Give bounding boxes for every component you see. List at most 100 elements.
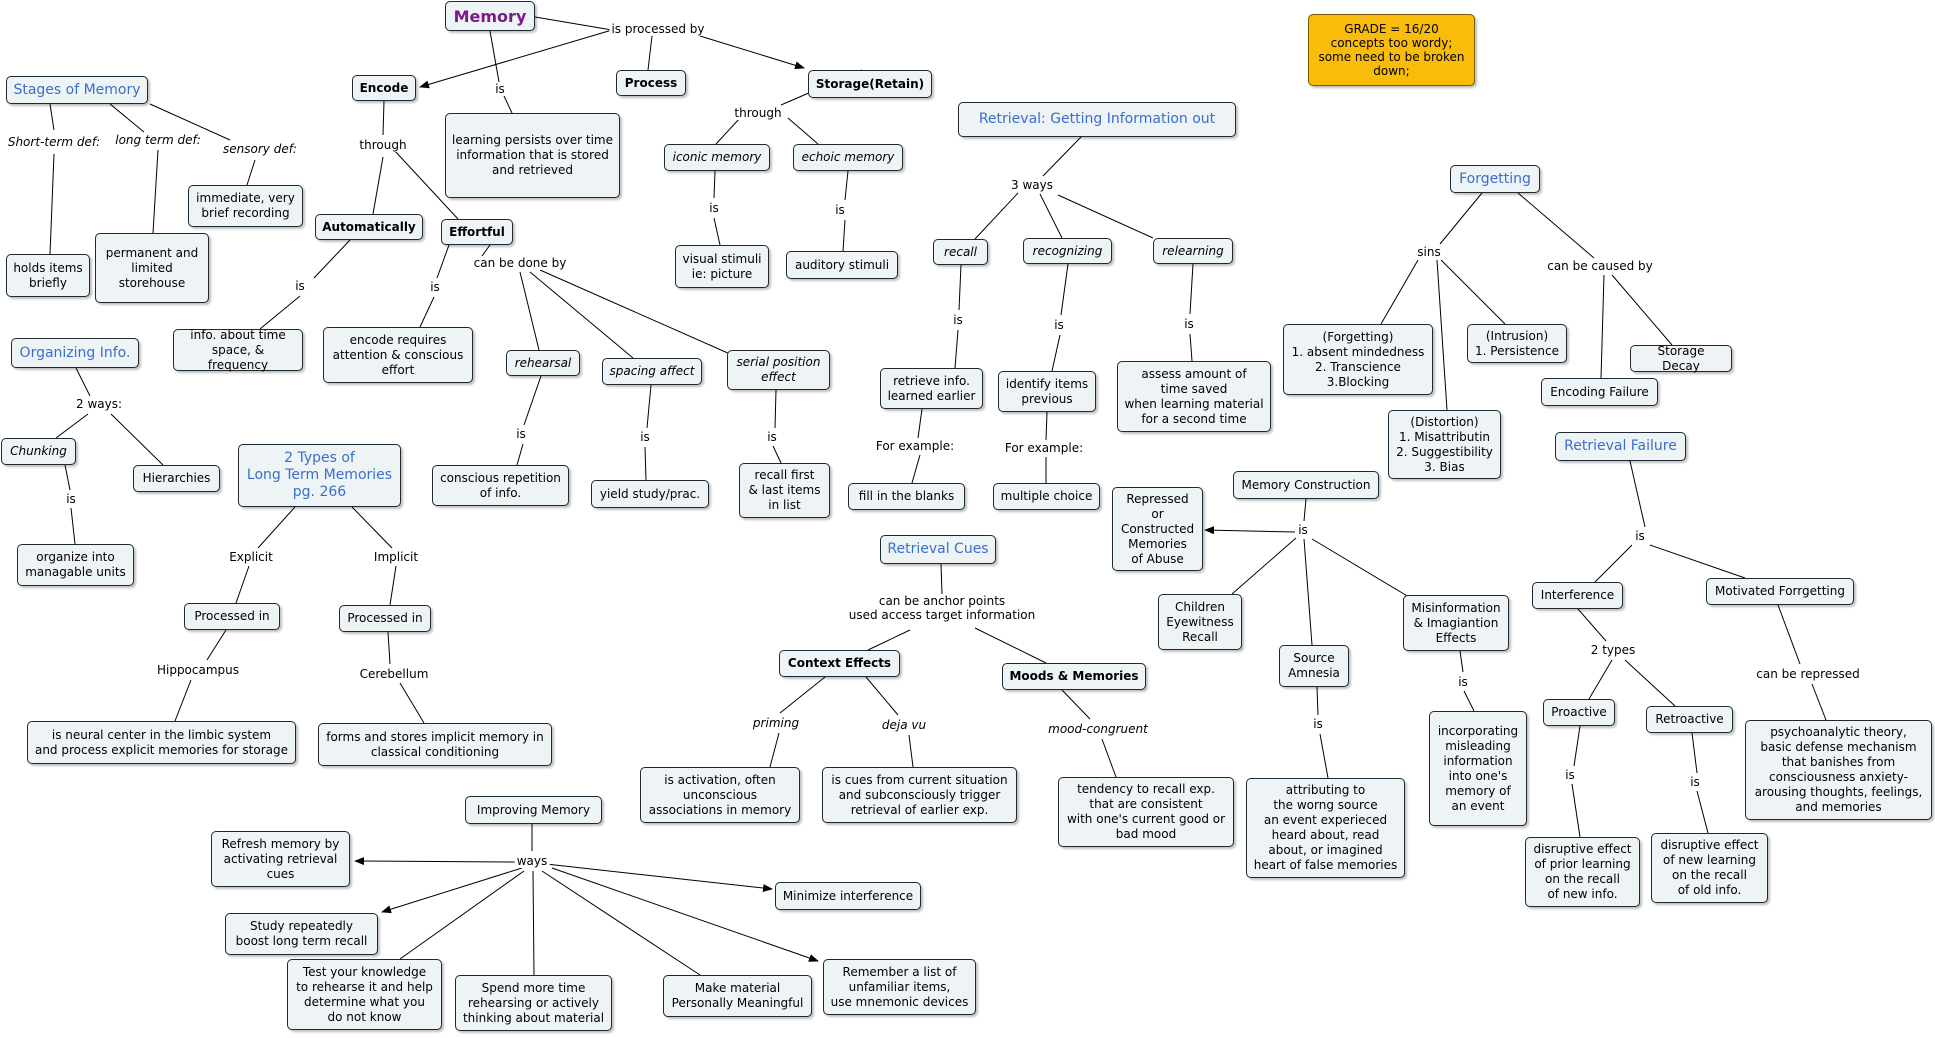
connector-line <box>516 443 524 466</box>
concept-node-effortful[interactable]: Effortful <box>441 219 513 245</box>
concept-node-tendency[interactable]: tendency to recall exp. that are consist… <box>1058 777 1234 847</box>
concept-node-attributing[interactable]: attributing to the worng source an event… <box>1246 778 1405 878</box>
concept-node-disruptive-new[interactable]: disruptive effect of new learning on the… <box>1651 833 1768 903</box>
concept-node-two-types[interactable]: 2 Types of Long Term Memories pg. 266 <box>238 444 401 507</box>
concept-node-automatically[interactable]: Automatically <box>315 214 423 240</box>
connector-line <box>70 507 76 545</box>
concept-node-context-effects[interactable]: Context Effects <box>779 650 900 677</box>
concept-node-process[interactable]: Process <box>616 70 686 96</box>
concept-node-disruptive-prior[interactable]: disruptive effect of prior learning on t… <box>1525 837 1640 907</box>
concept-node-encode-req[interactable]: encode requires attention & conscious ef… <box>323 327 473 383</box>
link-label-sensory: sensory def: <box>221 142 299 156</box>
connector-line <box>1777 604 1801 665</box>
concept-node-multiple-choice[interactable]: multiple choice <box>993 483 1100 510</box>
concept-node-learning-persists[interactable]: learning persists over time information … <box>445 113 620 198</box>
concept-node-retrieve-info[interactable]: retrieve info. learned earlier <box>880 368 983 409</box>
connector-line <box>503 95 513 114</box>
concept-node-retrieval-failure[interactable]: Retrieval Failure <box>1555 432 1686 461</box>
concept-node-forms[interactable]: forms and stores implicit memory in clas… <box>318 723 552 766</box>
concept-node-memory[interactable]: Memory <box>445 1 535 31</box>
concept-node-yield[interactable]: yield study/prac. <box>591 480 709 508</box>
concept-node-retrieval-cues[interactable]: Retrieval Cues <box>880 535 996 564</box>
concept-node-recall-first[interactable]: recall first & last items in list <box>739 463 830 518</box>
connector-line <box>1319 733 1329 779</box>
connector-line <box>110 413 164 466</box>
concept-node-rehearsal[interactable]: rehearsal <box>506 350 580 376</box>
concept-node-encode[interactable]: Encode <box>352 75 416 101</box>
concept-node-recognizing[interactable]: recognizing <box>1023 238 1112 264</box>
concept-node-stages[interactable]: Stages of Memory <box>6 76 148 104</box>
connector-line <box>844 170 849 201</box>
connector-line <box>534 16 613 31</box>
connector-line <box>64 464 71 491</box>
concept-node-permanent[interactable]: permanent and limited storehouse <box>95 233 209 303</box>
concept-node-forgetting-list[interactable]: (Forgetting) 1. absent mindedness 2. Tra… <box>1283 324 1433 395</box>
concept-node-motivated[interactable]: Motivated Forrgetting <box>1706 578 1854 605</box>
concept-node-relearning[interactable]: relearning <box>1153 238 1233 264</box>
concept-node-improving[interactable]: Improving Memory <box>465 796 602 824</box>
concept-node-incorporating[interactable]: incorporating misleading information int… <box>1429 711 1527 826</box>
concept-node-fill-blanks[interactable]: fill in the blanks <box>848 483 965 510</box>
link-label-repressed: can be repressed <box>1754 667 1862 681</box>
concept-node-misinformation[interactable]: Misinformation & Imagiantion Effects <box>1403 595 1509 651</box>
link-label-priming: priming <box>750 716 802 730</box>
concept-node-chunking[interactable]: Chunking <box>1 438 76 465</box>
concept-node-processed-exp[interactable]: Processed in <box>184 603 280 630</box>
connector-line <box>1624 659 1676 707</box>
concept-node-distortion[interactable]: (Distortion) 1. Misattributin 2. Suggest… <box>1388 410 1501 479</box>
concept-node-identify[interactable]: identify items previous <box>998 371 1096 412</box>
concept-node-encoding-failure[interactable]: Encoding Failure <box>1541 378 1658 406</box>
connector-line <box>940 563 943 595</box>
concept-node-iconic[interactable]: iconic memory <box>664 144 770 171</box>
connector-line <box>541 870 701 976</box>
connector-line <box>865 676 899 716</box>
concept-node-refresh[interactable]: Refresh memory by activating retrieval c… <box>211 831 350 887</box>
link-label-2ways: 2 ways: <box>73 397 125 411</box>
concept-node-visual[interactable]: visual stimuli ie: picture <box>675 245 769 288</box>
concept-node-children[interactable]: Children Eyewitness Recall <box>1158 594 1242 650</box>
concept-node-proactive[interactable]: Proactive <box>1543 699 1615 726</box>
concept-node-retrieval-out[interactable]: Retrieval: Getting Information out <box>958 102 1236 137</box>
concept-node-interference[interactable]: Interference <box>1532 582 1623 609</box>
concept-node-grade[interactable]: GRADE = 16/20 concepts too wordy; some n… <box>1308 14 1475 86</box>
concept-node-info-time[interactable]: info. about time space, & frequency <box>173 328 303 372</box>
concept-node-organize[interactable]: organize into managable units <box>17 544 134 586</box>
concept-node-personal[interactable]: Make material Personally Meaningful <box>663 975 812 1017</box>
connector-line <box>393 149 459 220</box>
concept-node-intrusion[interactable]: (Intrusion) 1. Persistence <box>1467 324 1567 363</box>
concept-node-spend[interactable]: Spend more time rehearsing or actively t… <box>455 975 612 1031</box>
connector-line <box>646 384 652 429</box>
connector-line <box>109 103 145 133</box>
concept-node-serial[interactable]: serial position effect <box>727 350 830 390</box>
concept-node-spacing[interactable]: spacing affect <box>602 358 702 385</box>
concept-node-moods[interactable]: Moods & Memories <box>1002 663 1146 690</box>
concept-node-study-rep[interactable]: Study repeatedly boost long term recall <box>225 913 378 955</box>
concept-node-repressed[interactable]: Repressed or Constructed Memories of Abu… <box>1112 487 1203 571</box>
concept-node-auditory[interactable]: auditory stimuli <box>786 251 898 279</box>
concept-node-retroactive[interactable]: Retroactive <box>1646 706 1733 733</box>
concept-node-conscious-rep[interactable]: conscious repetition of info. <box>432 465 569 506</box>
concept-node-psychoanalytic[interactable]: psychoanalytic theory, basic defense mec… <box>1745 720 1932 820</box>
concept-node-source-amnesia[interactable]: Source Amnesia <box>1279 645 1349 687</box>
concept-node-neural-center[interactable]: is neural center in the limbic system an… <box>27 721 296 764</box>
concept-node-holds[interactable]: holds items briefly <box>6 254 90 297</box>
concept-node-processed-imp[interactable]: Processed in <box>339 605 431 632</box>
concept-node-storage-decay[interactable]: Storage Decay <box>1630 344 1732 373</box>
concept-node-test[interactable]: Test your knowledge to rehearse it and h… <box>287 959 442 1030</box>
concept-node-organizing[interactable]: Organizing Info. <box>11 338 139 368</box>
concept-node-activation[interactable]: is activation, often unconscious associa… <box>640 767 800 823</box>
concept-node-immediate[interactable]: immediate, very brief recording <box>188 185 303 227</box>
concept-node-echoic[interactable]: echoic memory <box>793 144 903 171</box>
concept-node-forgetting[interactable]: Forgetting <box>1450 165 1540 193</box>
concept-node-hierarchies[interactable]: Hierarchies <box>133 465 220 492</box>
concept-node-cues-current[interactable]: is cues from current situation and subco… <box>822 767 1017 823</box>
connector-line <box>1696 790 1709 834</box>
connector-line <box>1101 738 1117 778</box>
concept-node-memory-construction[interactable]: Memory Construction <box>1233 471 1379 499</box>
concept-node-storage[interactable]: Storage(Retain) <box>808 70 932 98</box>
concept-node-remember-list[interactable]: Remember a list of unfamiliar items, use… <box>823 959 976 1015</box>
concept-node-minimize[interactable]: Minimize interference <box>775 882 921 910</box>
connector-line <box>206 629 227 661</box>
concept-node-assess[interactable]: assess amount of time saved when learnin… <box>1117 361 1271 432</box>
concept-node-recall[interactable]: recall <box>933 239 988 265</box>
